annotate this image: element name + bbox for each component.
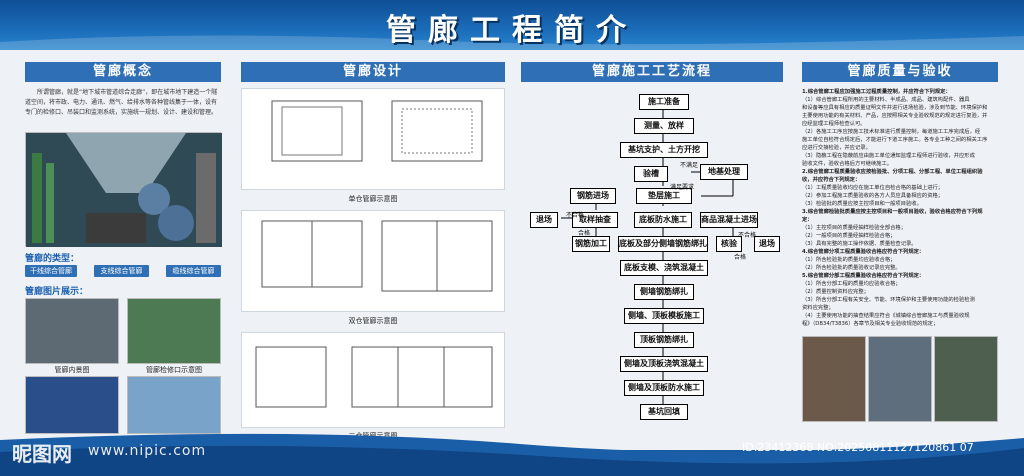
- flow-step-backfill: 基坑回填: [640, 404, 688, 420]
- triple-cabin-drawing: [255, 346, 493, 408]
- quality-line: （2）各施工工序应按施工技术标准进行质量控制，每道施工工序完成后，经: [802, 129, 981, 135]
- footer-wave: [0, 433, 1024, 476]
- flow-step-roof-rebar: 顶板钢筋绑扎: [634, 332, 694, 348]
- flow-note-met: 满足要求: [670, 184, 695, 191]
- type-tag-cable: 缆线综合管廊: [166, 265, 221, 277]
- flow-step-sampling: 取样抽查: [572, 212, 618, 228]
- flow-step-rebar-process: 钢筋加工: [572, 236, 610, 252]
- flow-step-base-waterproof: 底板防水施工: [634, 212, 692, 228]
- gallery-heading: 管廊图片展示：: [25, 287, 89, 297]
- flow-step-base-rebar: 底板及部分侧墙钢筋绑扎: [618, 236, 708, 252]
- flow-step-exit-2: 退场: [754, 236, 780, 252]
- header: 管廊工程简介: [0, 0, 1024, 50]
- flow-note-unmet: 不满足: [680, 162, 699, 169]
- flow-step-inspection: 验槽: [634, 166, 668, 182]
- flow-step-wall-formwork: 侧墙、顶板模板施工: [624, 308, 704, 324]
- section-title-concept: 管廊概念: [25, 62, 221, 82]
- drawing-double: [241, 210, 505, 312]
- section-title-quality: 管廊质量与验收: [802, 62, 998, 82]
- flow-note-pass-1: 合格: [578, 230, 591, 237]
- flow-step-rebar-in: 钢筋进场: [570, 188, 616, 204]
- concept-text: 所谓管廊，就是“地下城市管道综合走廊”，即在城市地下建造一个隧道空间，将市政、电…: [25, 89, 218, 116]
- page-title: 管廊工程简介: [386, 13, 638, 48]
- design-caption-single: 单仓管廊示意图: [348, 195, 398, 203]
- gallery-image-interior: [25, 298, 119, 364]
- quality-line: 3.综合管廊检验批质量应按主控项目和一般项目验收，验收合格应符合下列规: [802, 209, 983, 215]
- tunnel-illustration: [26, 133, 222, 247]
- tunnel-image: [25, 132, 222, 247]
- flow-step-survey: 测量、放样: [634, 118, 694, 134]
- quality-line: 应经监理工程师检查认可。: [802, 121, 866, 127]
- quality-line: （2）质量控制资料应完整；: [802, 289, 869, 295]
- design-caption-double: 双仓管廊示意图: [348, 317, 398, 325]
- type-tag-trunk: 干线综合管廊: [25, 265, 77, 277]
- quality-line: 1.综合管廊工程应加强施工过程质量控制，并应符合下列规定：: [802, 89, 951, 95]
- flow-note-fail-1: 不合格: [566, 212, 585, 219]
- flow-step-foundation: 地基处理: [700, 164, 748, 180]
- quality-line: （1）所含分部工程的质量均应验收合格；: [802, 281, 901, 287]
- section-title-design: 管廊设计: [241, 62, 505, 82]
- quality-line: 收，并应符合下列规定：: [802, 177, 861, 183]
- flow-step-base-formwork: 底板支模、浇筑混凝土: [620, 260, 708, 276]
- quality-line: （1）主控项目的质量经抽样检验全部合格；: [802, 225, 907, 231]
- quality-line: 主要使用功能的有关材料、产品，应按照相关专业验收规范的规定进行复验，并: [802, 113, 988, 119]
- flow-step-prep: 施工准备: [639, 94, 689, 110]
- types-heading: 管廊的类型：: [25, 254, 80, 264]
- flow-step-waterproof: 侧墙及顶板防水施工: [624, 380, 704, 396]
- section-title-process: 管廊施工工艺流程: [521, 62, 783, 82]
- quality-photo-1: [802, 336, 866, 422]
- flow-note-pass-2: 合格: [734, 254, 747, 261]
- quality-line: （1）工程质量验收均应在施工单位自检合格的基础上进行；: [802, 185, 944, 191]
- drawing-triple: [241, 332, 505, 428]
- flow-step-pour: 侧墙及顶板浇筑混凝土: [620, 356, 708, 372]
- quality-line: （2）一般项目的质量经抽样检验合格；: [802, 233, 896, 239]
- quality-photo-2: [868, 336, 932, 422]
- image-id: ID:23412368 NO:20250811127120861 07: [742, 441, 974, 454]
- gallery-image-access: [127, 298, 221, 364]
- quality-line: 2.综合管廊工程质量验收应按检验批、分项工程、分部工程、单位工程组织验: [802, 169, 983, 175]
- quality-line: 和设备等应具有相应的质量证明文件并进行进场检验，涉及到节能、环境保护和: [802, 105, 988, 111]
- watermark-url: www.nipic.com: [88, 443, 207, 459]
- double-cabin-drawing: [261, 220, 493, 292]
- quality-line: （3）隐蔽工程在隐蔽前应由施工单位通知监理工程师进行验收，并应形成: [802, 153, 975, 159]
- gallery-caption-access: 管廊检修口示意图: [146, 366, 202, 374]
- quality-line: 定：: [802, 217, 813, 223]
- flow-note-fail-2: 不合格: [738, 232, 757, 239]
- gallery-image-control: [25, 376, 119, 434]
- single-cabin-drawing: [271, 100, 483, 162]
- quality-line: 验收文件，验收合格后方可继续施工。: [802, 161, 893, 167]
- quality-line: 应进行交接检验，并应记录。: [802, 145, 871, 151]
- quality-line: （3）检验批的质量应按主控项目和一般项目验收。: [802, 201, 922, 207]
- quality-line: 4.综合管廊分项工程质量验收合格应符合下列规定：: [802, 249, 925, 255]
- quality-photo-3: [934, 336, 998, 422]
- header-wave: [0, 35, 1024, 50]
- drawing-single: [241, 88, 505, 190]
- quality-line: （1）所含检验批的质量均应验收合格；: [802, 257, 896, 263]
- quality-line: （4）主要使用功能的抽查结果应符合《城镇综合管廊施工与质量验收规: [802, 313, 970, 319]
- quality-line: 5.综合管廊分部工程质量验收合格应符合下列规定：: [802, 273, 925, 279]
- quality-line: 资料应完整；: [802, 305, 834, 311]
- flow-step-wall-rebar: 侧墙钢筋绑扎: [634, 284, 694, 300]
- flow-step-verify: 核验: [716, 236, 742, 252]
- quality-line: 施工单位自检符合规定后，才能进行下道工序施工。各专业工种之间的相关工序: [802, 137, 988, 143]
- flow-step-cushion: 垫层施工: [636, 188, 692, 204]
- type-tag-branch: 支线综合管廊: [94, 265, 149, 277]
- quality-line: （3）具有完整的施工操作依据、质量检查记录。: [802, 241, 917, 247]
- quality-text: 1.综合管廊工程应加强施工过程质量控制，并应符合下列规定： （1）综合管廊工程所用…: [802, 88, 1002, 330]
- quality-line: （3）所含分部工程有关安全、节能、环境保护和主要使用功能的检验检测: [802, 297, 975, 303]
- watermark-logo: 昵图网: [12, 442, 72, 466]
- quality-line: （1）综合管廊工程所用的主要材料、半成品、成品、建筑构配件、器具: [802, 97, 970, 103]
- gallery-image-model: [127, 376, 221, 434]
- flow-step-excavation: 基坑支护、土方开挖: [620, 142, 708, 158]
- gallery-caption-interior: 管廊内景图: [54, 366, 90, 374]
- quality-line: 程》（DB34/T3836）各章节及相关专业验收规范的规定；: [802, 321, 939, 327]
- quality-line: （2）参加工程施工质量验收的各方人员应具备相应的资格；: [802, 193, 944, 199]
- flow-step-exit-1: 退场: [530, 212, 558, 228]
- quality-line: （2）所含检验批的质量验收记录应完整。: [802, 265, 901, 271]
- flow-step-concrete-in: 商品混凝土进场: [700, 212, 758, 228]
